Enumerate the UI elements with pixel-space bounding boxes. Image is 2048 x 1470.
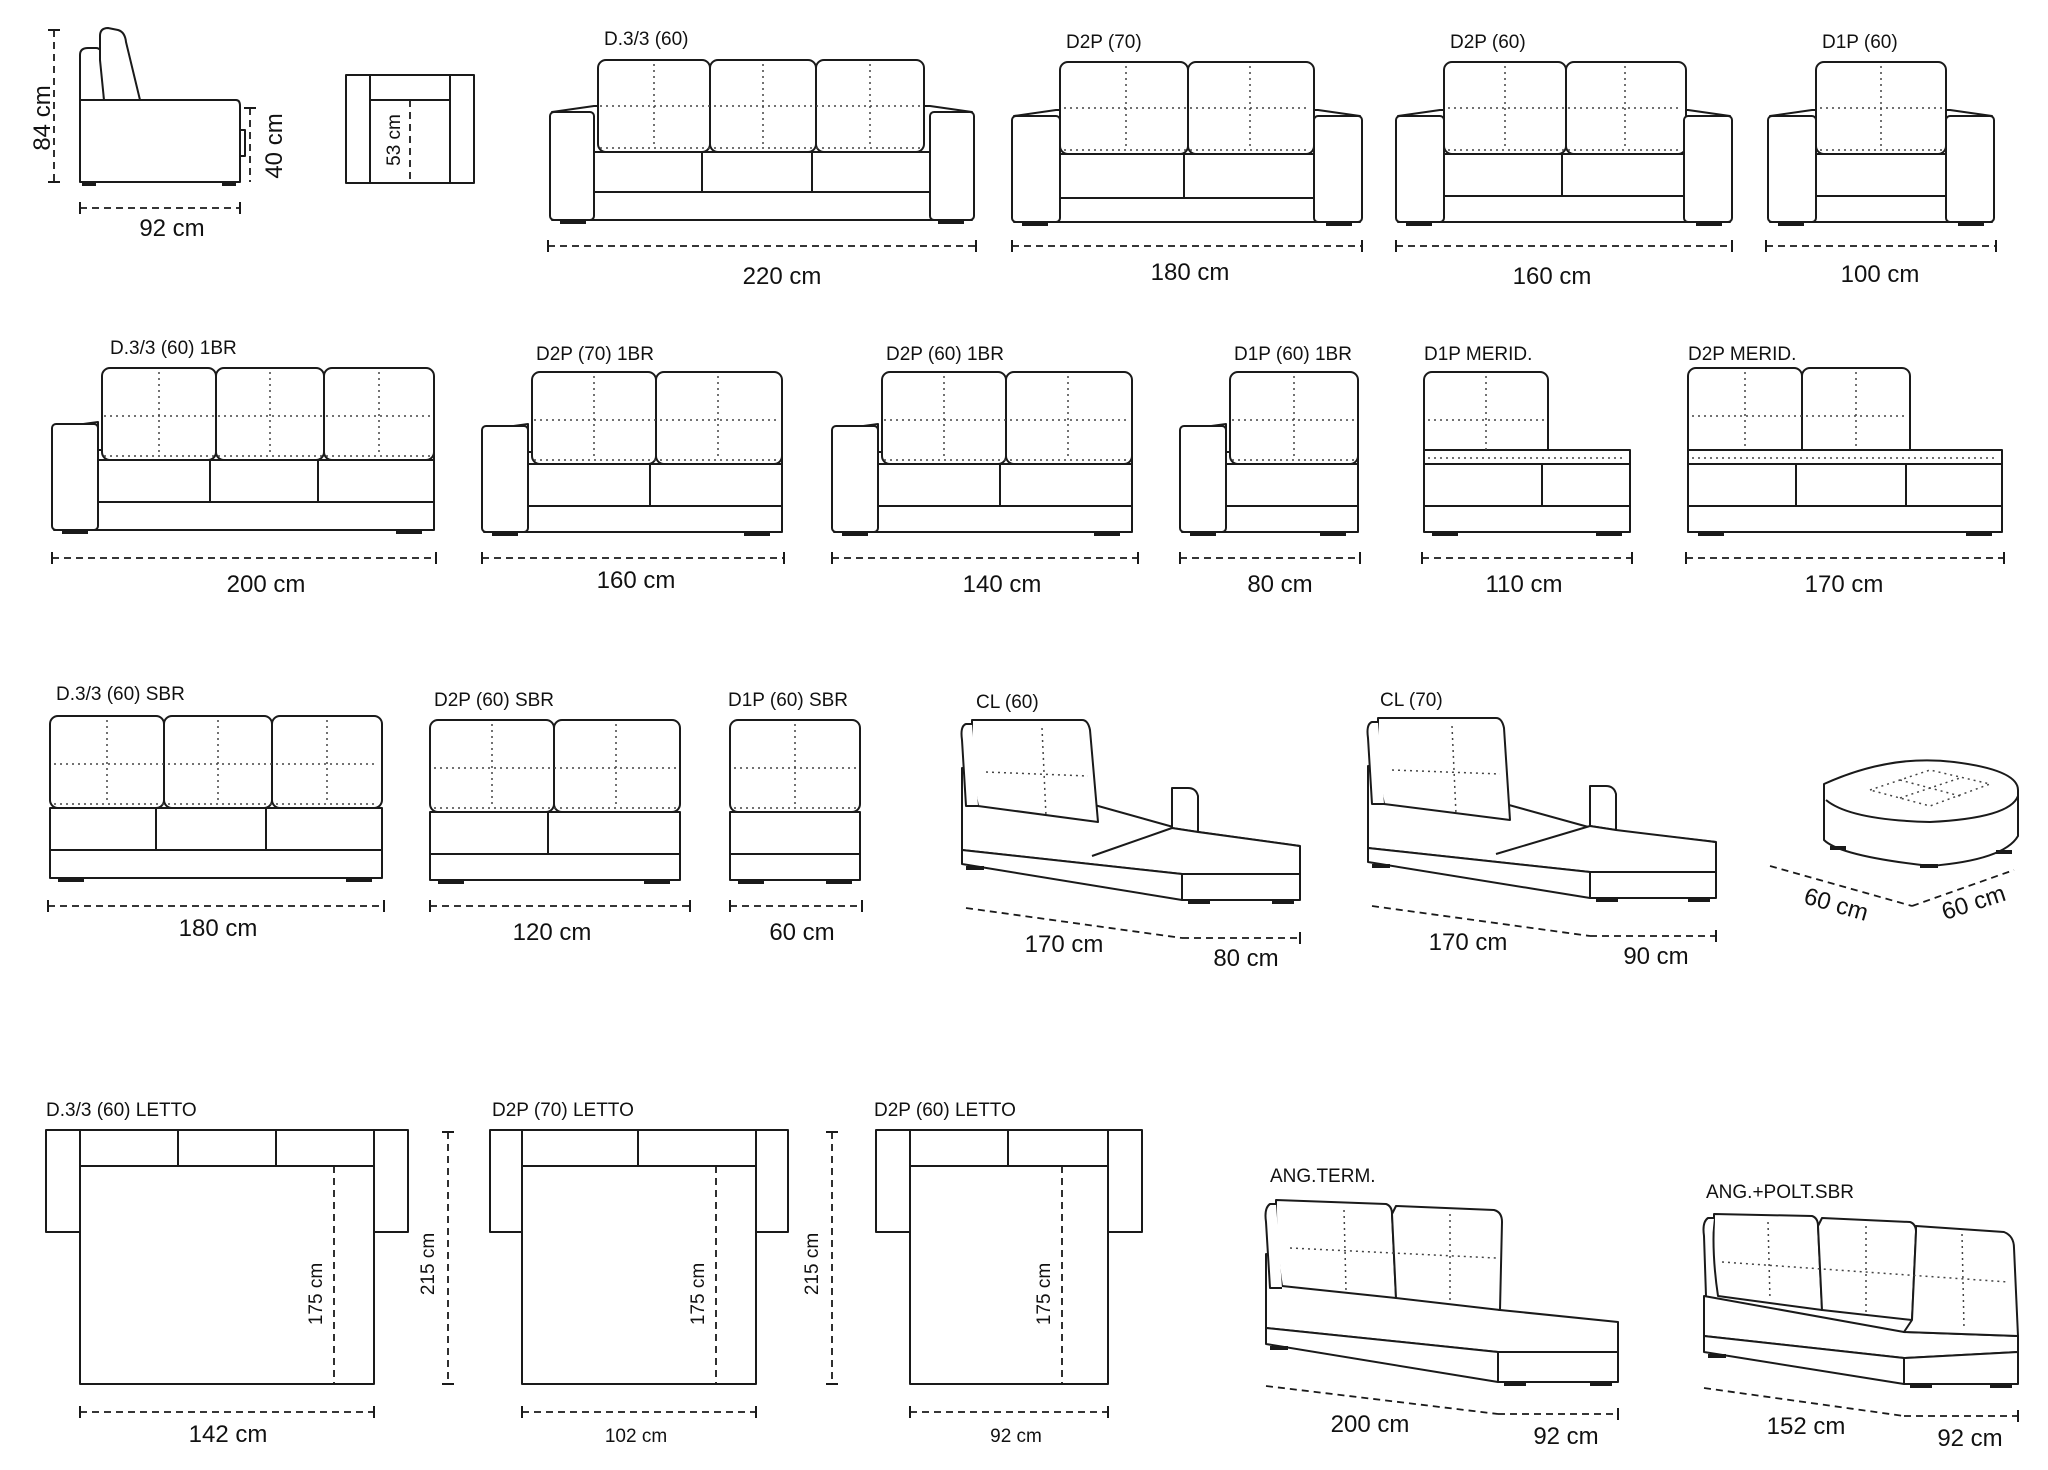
chaise-length: 170 cm xyxy=(1025,931,1104,958)
dim-arm-width: 53 cm xyxy=(384,114,405,166)
chaise-depth: 90 cm xyxy=(1623,943,1688,970)
sofa-d1p-60-1br: D1P (60) 1BR 80 cm xyxy=(1179,344,1361,598)
model-label: CL (60) xyxy=(976,692,1039,713)
bed-width: 102 cm xyxy=(605,1426,667,1447)
bed-d2p-60-letto: D2P (60) LETTO 175 cm 92 cm xyxy=(874,1100,1143,1447)
model-label: ANG.TERM. xyxy=(1270,1166,1376,1187)
chaise-cl-60: CL (60) 170 cm 80 cm xyxy=(960,692,1301,972)
model-width: 80 cm xyxy=(1247,571,1312,598)
model-label: CL (70) xyxy=(1380,690,1443,711)
dim-side-seat-height: 40 cm xyxy=(261,113,288,178)
bed-mattress-length: 175 cm xyxy=(1034,1263,1055,1325)
model-label: D.3/3 (60) LETTO xyxy=(46,1100,197,1121)
model-width: 160 cm xyxy=(597,567,676,594)
model-label: D1P (60) xyxy=(1822,32,1898,53)
model-width: 220 cm xyxy=(743,263,822,290)
sofa-d2p-60: D2P (60) 160 cm xyxy=(1395,32,1733,290)
bed-width: 92 cm xyxy=(990,1426,1042,1447)
model-label: D.3/3 (60) xyxy=(604,29,688,50)
model-width: 60 cm xyxy=(769,919,834,946)
bed-d2p-70-letto: D2P (70) LETTO 175 cm 215 cm 102 cm xyxy=(489,1100,838,1447)
sofa-d2p-70-1br: D2P (70) 1BR 160 cm xyxy=(481,344,785,594)
model-label: D2P (60) LETTO xyxy=(874,1100,1016,1121)
sofa-d33-60-1br: D.3/3 (60) 1BR 200 cm xyxy=(51,338,437,598)
corner-depth: 92 cm xyxy=(1533,1423,1598,1450)
chaise-cl-70: CL (70) 170 cm 90 cm xyxy=(1366,690,1717,970)
sofa-d2p-70: D2P (70) 180 cm xyxy=(1011,32,1363,286)
sofa-d1p-60-sbr: D1P (60) SBR 60 cm xyxy=(728,690,863,946)
side-profile-view: 84 cm 40 cm 92 cm xyxy=(29,27,288,242)
bed-d33-60-letto: D.3/3 (60) LETTO 175 cm 215 cm 142 cm xyxy=(45,1100,454,1448)
model-label: D1P MERID. xyxy=(1424,344,1532,365)
model-label: D2P (70) LETTO xyxy=(492,1100,634,1121)
model-width: 200 cm xyxy=(227,571,306,598)
corner-ang-term: ANG.TERM. 200 cm 92 cm xyxy=(1264,1166,1619,1450)
bed-total-length: 215 cm xyxy=(418,1233,439,1295)
sofa-d2p-merid: D2P MERID. 170 cm xyxy=(1685,344,2005,598)
corner-length: 200 cm xyxy=(1331,1411,1410,1438)
bed-total-length: 215 cm xyxy=(802,1233,823,1295)
model-label: D2P MERID. xyxy=(1688,344,1796,365)
model-width: 160 cm xyxy=(1513,263,1592,290)
corner-ang-polt-sbr: ANG.+POLT.SBR 152 cm 92 cm xyxy=(1702,1182,2019,1452)
model-width: 180 cm xyxy=(1151,259,1230,286)
dim-side-depth: 92 cm xyxy=(139,215,204,242)
model-width: 180 cm xyxy=(179,915,258,942)
model-width: 120 cm xyxy=(513,919,592,946)
model-label: D2P (60) xyxy=(1450,32,1526,53)
model-label: D2P (60) 1BR xyxy=(886,344,1004,365)
bed-width: 142 cm xyxy=(189,1421,268,1448)
model-width: 170 cm xyxy=(1805,571,1884,598)
model-label: D2P (70) 1BR xyxy=(536,344,654,365)
corner-depth: 92 cm xyxy=(1937,1425,2002,1452)
arm-section-view: 53 cm xyxy=(345,74,475,184)
sofa-d33-60: D.3/3 (60) 220 cm xyxy=(547,29,977,290)
sofa-d33-60-sbr: D.3/3 (60) SBR 180 cm xyxy=(47,684,385,942)
sofa-d2p-60-1br: D2P (60) 1BR 140 cm xyxy=(831,344,1139,598)
model-label: ANG.+POLT.SBR xyxy=(1706,1182,1854,1203)
bed-mattress-length: 175 cm xyxy=(688,1263,709,1325)
sofa-d1p-60: D1P (60) 100 cm xyxy=(1765,32,1997,288)
pouf: 60 cm 60 cm xyxy=(1769,759,2019,927)
model-label: D.3/3 (60) 1BR xyxy=(110,338,237,359)
bed-mattress-length: 175 cm xyxy=(306,1263,327,1325)
chaise-depth: 80 cm xyxy=(1213,945,1278,972)
model-label: D1P (60) SBR xyxy=(728,690,848,711)
sofa-d1p-merid: D1P MERID. 110 cm xyxy=(1421,344,1633,598)
dim-side-height: 84 cm xyxy=(29,85,56,150)
model-label: D2P (70) xyxy=(1066,32,1142,53)
corner-length: 152 cm xyxy=(1767,1413,1846,1440)
model-width: 140 cm xyxy=(963,571,1042,598)
pouf-side-a: 60 cm xyxy=(1801,883,1871,927)
model-width: 110 cm xyxy=(1486,571,1563,598)
model-width: 100 cm xyxy=(1841,261,1920,288)
model-label: D.3/3 (60) SBR xyxy=(56,684,185,705)
model-label: D2P (60) SBR xyxy=(434,690,554,711)
pouf-side-b: 60 cm xyxy=(1938,880,2009,926)
sofa-d2p-60-sbr: D2P (60) SBR 120 cm xyxy=(429,690,691,946)
model-label: D1P (60) 1BR xyxy=(1234,344,1352,365)
chaise-length: 170 cm xyxy=(1429,929,1508,956)
